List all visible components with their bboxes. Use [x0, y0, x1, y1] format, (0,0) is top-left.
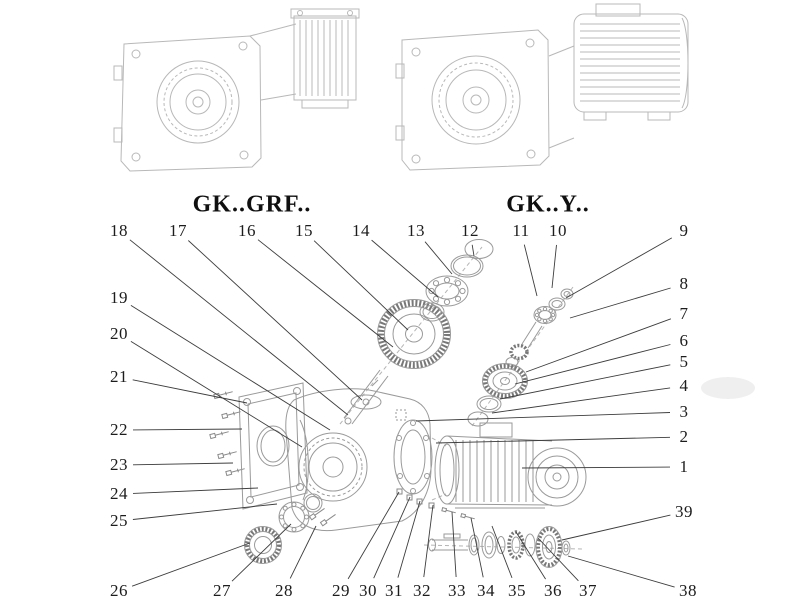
- leader-line-22: [132, 428, 243, 431]
- output-cover-parts: [244, 493, 323, 564]
- leader-line-38: [567, 555, 675, 588]
- spacer-ring: [419, 302, 445, 322]
- output-shaft-assembly: [428, 526, 571, 568]
- retaining-rings: [450, 239, 494, 278]
- leader-line-1: [521, 466, 671, 469]
- leader-line-32: [423, 504, 434, 578]
- leader-lines: [129, 237, 675, 588]
- assembled-gearmotor-y-drawing: [395, 3, 689, 171]
- leader-line-24: [132, 487, 259, 494]
- leader-line-21: [132, 379, 248, 404]
- input-shaft: [343, 369, 389, 425]
- leader-line-23: [132, 462, 234, 466]
- leader-line-29: [347, 491, 400, 580]
- assembled-gearbox-grf-drawing: [113, 8, 360, 172]
- leader-line-36: [515, 531, 546, 580]
- leader-line-5: [499, 364, 671, 400]
- leader-line-8: [569, 287, 671, 319]
- leader-line-35: [491, 525, 513, 579]
- leader-line-14: [371, 239, 439, 298]
- leader-line-2: [435, 436, 671, 444]
- input-ball-bearing: [425, 275, 469, 307]
- leader-line-39: [561, 514, 671, 541]
- motor-terminal-box: [479, 422, 513, 438]
- leader-line-17: [187, 240, 363, 401]
- motor-body-outline: [573, 13, 689, 113]
- flange-plate: [238, 382, 308, 510]
- gearbox-housing: [285, 388, 433, 532]
- leader-line-37: [537, 537, 579, 582]
- leader-line-4: [491, 387, 671, 414]
- leader-line-28: [289, 525, 317, 579]
- leader-line-3: [415, 412, 671, 422]
- leader-line-7: [525, 318, 672, 373]
- leader-line-31: [397, 500, 421, 578]
- leader-line-26: [131, 542, 251, 587]
- leader-line-6: [514, 344, 671, 385]
- shaft-washers: [467, 395, 502, 427]
- leader-line-15: [313, 240, 409, 331]
- large-helical-gear: [377, 299, 451, 369]
- bevel-gear: [482, 363, 528, 399]
- leader-line-13: [424, 241, 453, 275]
- leader-line-34: [470, 517, 484, 578]
- right-variant-label: GK..Y..: [506, 191, 590, 218]
- leader-line-20: [130, 341, 303, 448]
- bevel-pinion-assembly: [505, 288, 574, 367]
- mounting-bolts: [209, 391, 336, 527]
- leader-line-25: [132, 503, 278, 520]
- left-variant-label: GK..GRF..: [192, 191, 312, 218]
- leader-line-9: [565, 237, 673, 299]
- exploded-view: [209, 239, 587, 568]
- leader-line-12: [471, 244, 475, 257]
- leader-line-16: [257, 239, 394, 348]
- leader-line-27: [231, 523, 292, 582]
- leader-line-11: [523, 244, 538, 297]
- motor: [434, 422, 587, 509]
- leader-line-33: [451, 511, 457, 578]
- motor-fan-cover: [527, 447, 587, 507]
- leader-line-19: [130, 305, 331, 431]
- leader-line-30: [373, 496, 411, 579]
- leader-line-10: [551, 244, 557, 289]
- watermark-smudge: [701, 377, 755, 399]
- leader-line-18: [129, 239, 349, 416]
